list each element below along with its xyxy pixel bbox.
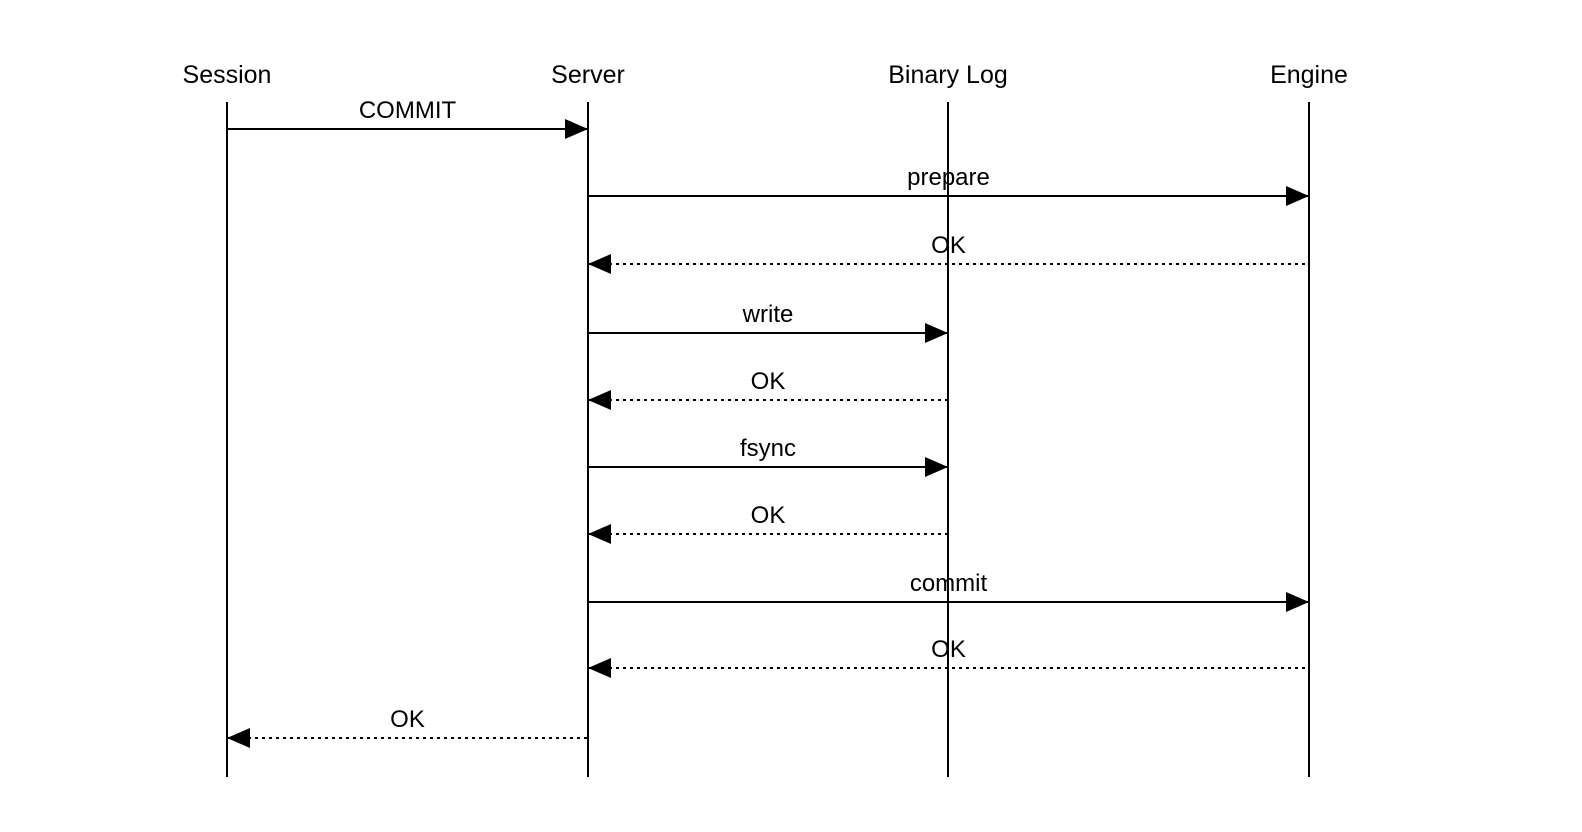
message-label-fsync-5: fsync [739,435,796,462]
message-label-ok-6: OK [750,502,786,529]
arrowhead-icon [1286,592,1309,612]
lifeline-server [587,102,589,777]
message-line-ok-2 [588,263,1309,265]
message-line-prepare-1 [588,195,1309,197]
message-label-ok-2: OK [931,232,966,259]
message-label-prepare-1: prepare [907,164,990,191]
message-line-ok-6 [588,533,948,535]
message-label-commit-7: commit [909,570,988,597]
arrowhead-icon [588,254,611,274]
participant-title-engine: Engine [1270,61,1348,89]
arrowhead-icon [1286,186,1309,206]
lifeline-engine [1308,102,1310,777]
participant-title-server: Server [551,61,625,89]
message-line-ok-9 [227,737,588,739]
message-label-write-3: write [742,301,794,328]
message-line-commit-7 [588,601,1309,603]
arrowhead-icon [925,323,948,343]
participant-title-session: Session [182,61,272,89]
arrowhead-icon [588,524,611,544]
arrowhead-icon [227,728,250,748]
message-line-commit-0 [227,128,588,130]
message-label-ok-4: OK [750,368,786,395]
lifeline-session [226,102,228,777]
arrowhead-icon [588,390,611,410]
message-line-ok-8 [588,667,1309,669]
message-line-fsync-5 [588,466,948,468]
lifeline-binary-log [947,102,949,777]
arrowhead-icon [565,119,588,139]
message-line-ok-4 [588,399,948,401]
message-label-ok-8: OK [931,636,966,663]
message-line-write-3 [588,332,948,334]
message-label-ok-9: OK [390,706,425,733]
participant-title-binary-log: Binary Log [888,61,1008,89]
arrowhead-icon [925,457,948,477]
message-label-commit-0: COMMIT [358,97,457,124]
arrowhead-icon [588,658,611,678]
